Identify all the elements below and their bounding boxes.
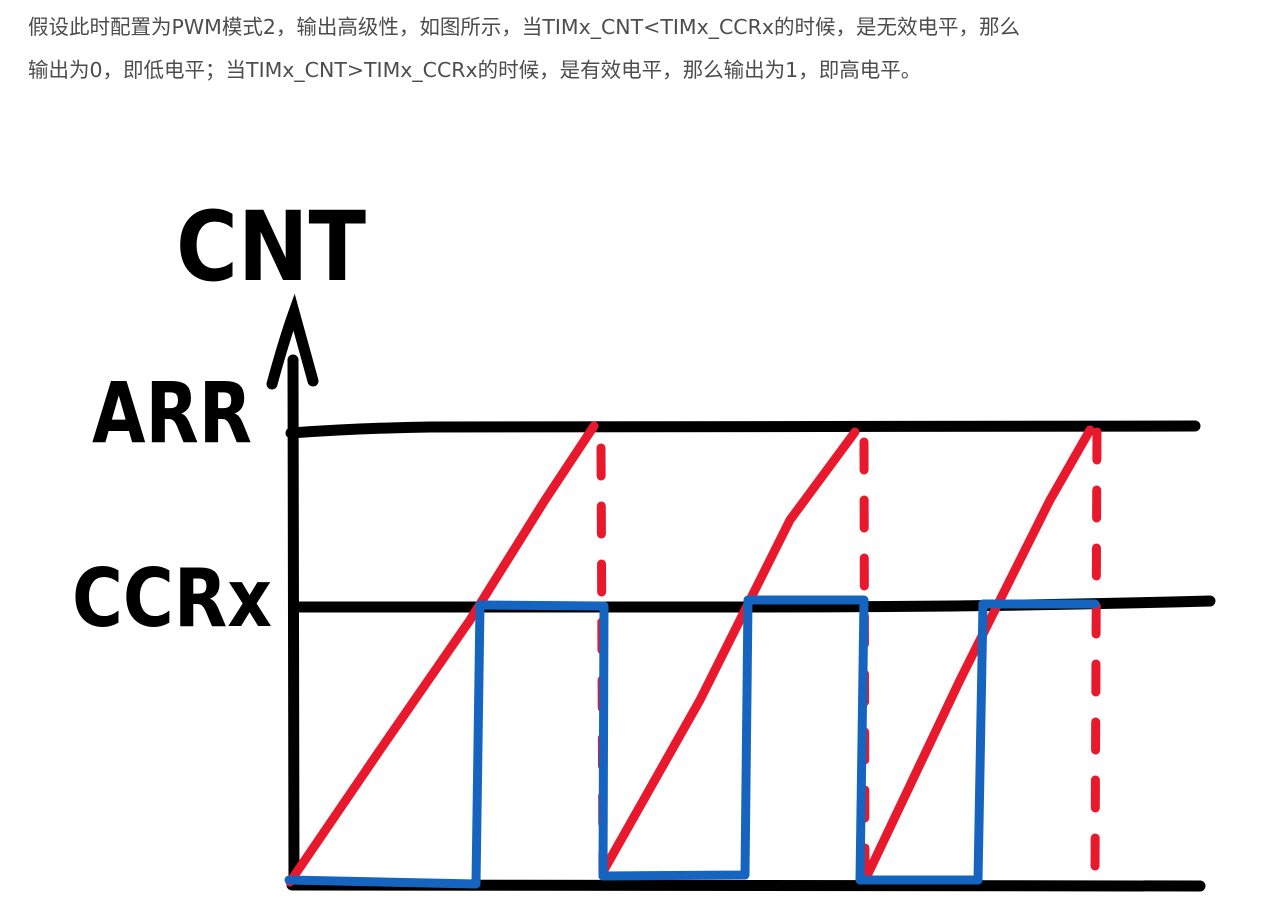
cnt-axis-label: CNT	[176, 191, 366, 303]
article-paragraph: 假设此时配置为PWM模式2，输出高级性，如图所示，当TIMx_CNT<TIMx_…	[28, 6, 1260, 92]
pwm-output-waveform	[284, 595, 1100, 889]
pwm-diagram: CNT ARR CCRx	[0, 150, 1268, 904]
reset-dashed-line-3	[1090, 427, 1102, 881]
arr-line	[285, 420, 1201, 439]
counter-ramp-1	[285, 421, 599, 887]
arr-label: ARR	[92, 364, 252, 462]
ccrx-line	[294, 595, 1216, 613]
article-line-1: 假设此时配置为PWM模式2，输出高级性，如图所示，当TIMx_CNT<TIMx_…	[28, 15, 1020, 39]
y-axis-arrow	[266, 293, 319, 390]
counter-ramp-3	[862, 425, 1095, 881]
pwm-diagram-svg: CNT ARR CCRx	[72, 191, 1216, 892]
y-axis	[287, 354, 300, 890]
ccrx-label: CCRx	[72, 552, 272, 645]
article-line-2: 输出为0，即低电平；当TIMx_CNT>TIMx_CCRx的时候，是有效电平，那…	[28, 58, 922, 82]
counter-ramp-2	[599, 427, 860, 875]
